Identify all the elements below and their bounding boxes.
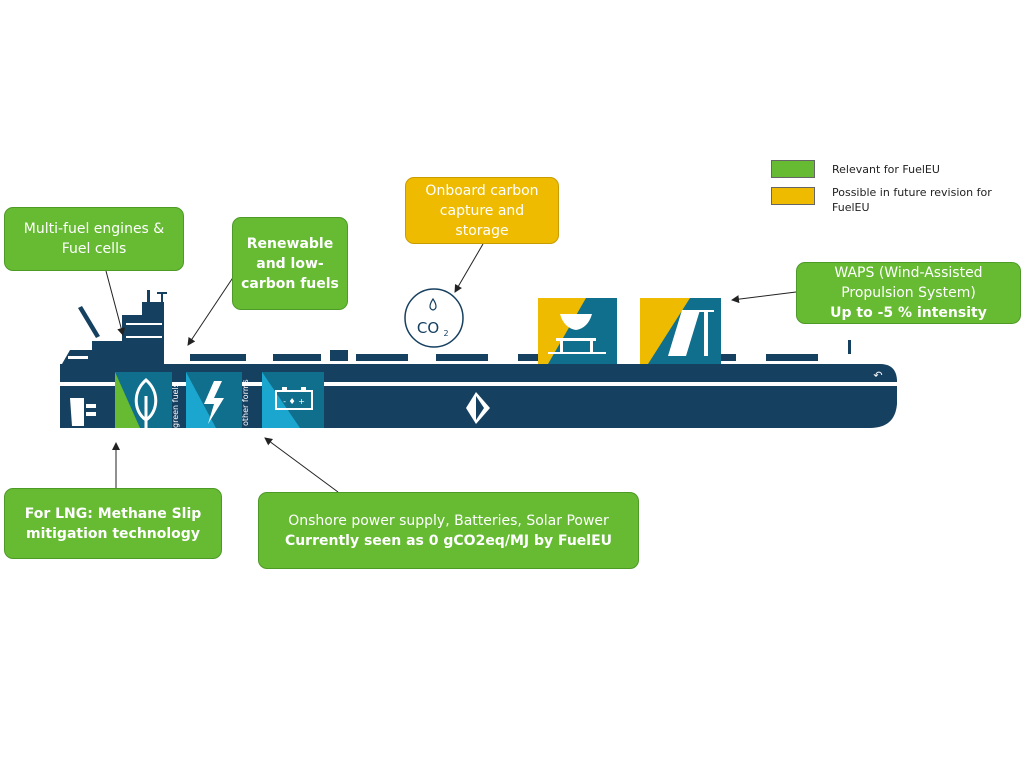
multi-fuel-line2: Fuel cells xyxy=(61,241,127,257)
arrow-multi-fuel xyxy=(105,270,126,336)
accommodation-block xyxy=(122,315,142,364)
callout-onshore: Onshore power supply, Batteries, Solar P… xyxy=(258,492,639,569)
carbon-capture-line2: capture and xyxy=(439,202,525,219)
legend-swatch-future xyxy=(771,187,815,205)
battery-label: - ♦ + xyxy=(283,397,305,406)
carbon-capture-line3: storage xyxy=(455,222,509,239)
lng-line2: mitigation technology xyxy=(26,525,200,542)
accommodation-tower xyxy=(142,302,164,364)
bridge-deck xyxy=(62,341,122,364)
funnel xyxy=(78,306,100,338)
sail-icon xyxy=(668,310,700,356)
carbon-capture-line1: Onboard carbon xyxy=(425,182,539,199)
lightning-icon xyxy=(204,381,224,424)
co2-icon xyxy=(404,288,464,348)
co2-label: CO xyxy=(417,319,439,337)
renewable-line1: Renewable xyxy=(246,235,334,252)
callout-carbon-capture: Onboard carbon capture and storage xyxy=(405,177,559,244)
deck-hatches xyxy=(190,350,818,361)
capture-unit-icon xyxy=(560,314,592,330)
rudder-icon xyxy=(70,398,84,426)
callout-renewable: Renewable and low- carbon fuels xyxy=(232,217,348,310)
waps-line3: Up to -5 % intensity xyxy=(830,305,987,321)
panel-blue-label: other forms xyxy=(241,379,250,426)
waps-line2: Propulsion System) xyxy=(841,285,976,301)
legend-label-relevant: Relevant for FuelEU xyxy=(832,163,940,176)
hull-stripe xyxy=(60,382,898,386)
onshore-line1: Onshore power supply, Batteries, Solar P… xyxy=(288,512,609,529)
callout-lng: For LNG: Methane Slip mitigation technol… xyxy=(4,488,222,559)
multi-fuel-line1: Multi-fuel engines & xyxy=(23,221,165,237)
legend-label-future: Possible in future revision for FuelEU xyxy=(832,186,992,214)
mast xyxy=(147,290,150,304)
legend-swatch-relevant xyxy=(771,160,815,178)
battery-icon xyxy=(275,390,313,410)
lng-line1: For LNG: Methane Slip xyxy=(24,505,202,522)
waps-line1: WAPS (Wind-Assisted xyxy=(834,265,983,281)
bridge-windows xyxy=(68,356,88,359)
co2-subscript: 2 xyxy=(443,329,448,338)
onshore-line2: Currently seen as 0 gCO2eq/MJ by FuelEU xyxy=(284,532,613,549)
callout-waps: WAPS (Wind-Assisted Propulsion System) U… xyxy=(796,262,1021,324)
panel-green-label: green fuels xyxy=(171,383,180,428)
renewable-line2: and low- xyxy=(256,255,324,272)
arrow-onshore xyxy=(264,437,339,493)
arrow-renewable xyxy=(187,269,239,346)
renewable-line3: carbon fuels xyxy=(241,275,339,292)
callout-arrows xyxy=(105,243,797,493)
anchor-icon: ↶ xyxy=(873,369,882,382)
arrow-carbon-capture xyxy=(454,243,484,293)
callout-multi-fuel: Multi-fuel engines & Fuel cells xyxy=(4,207,184,271)
arrow-waps xyxy=(731,291,797,304)
